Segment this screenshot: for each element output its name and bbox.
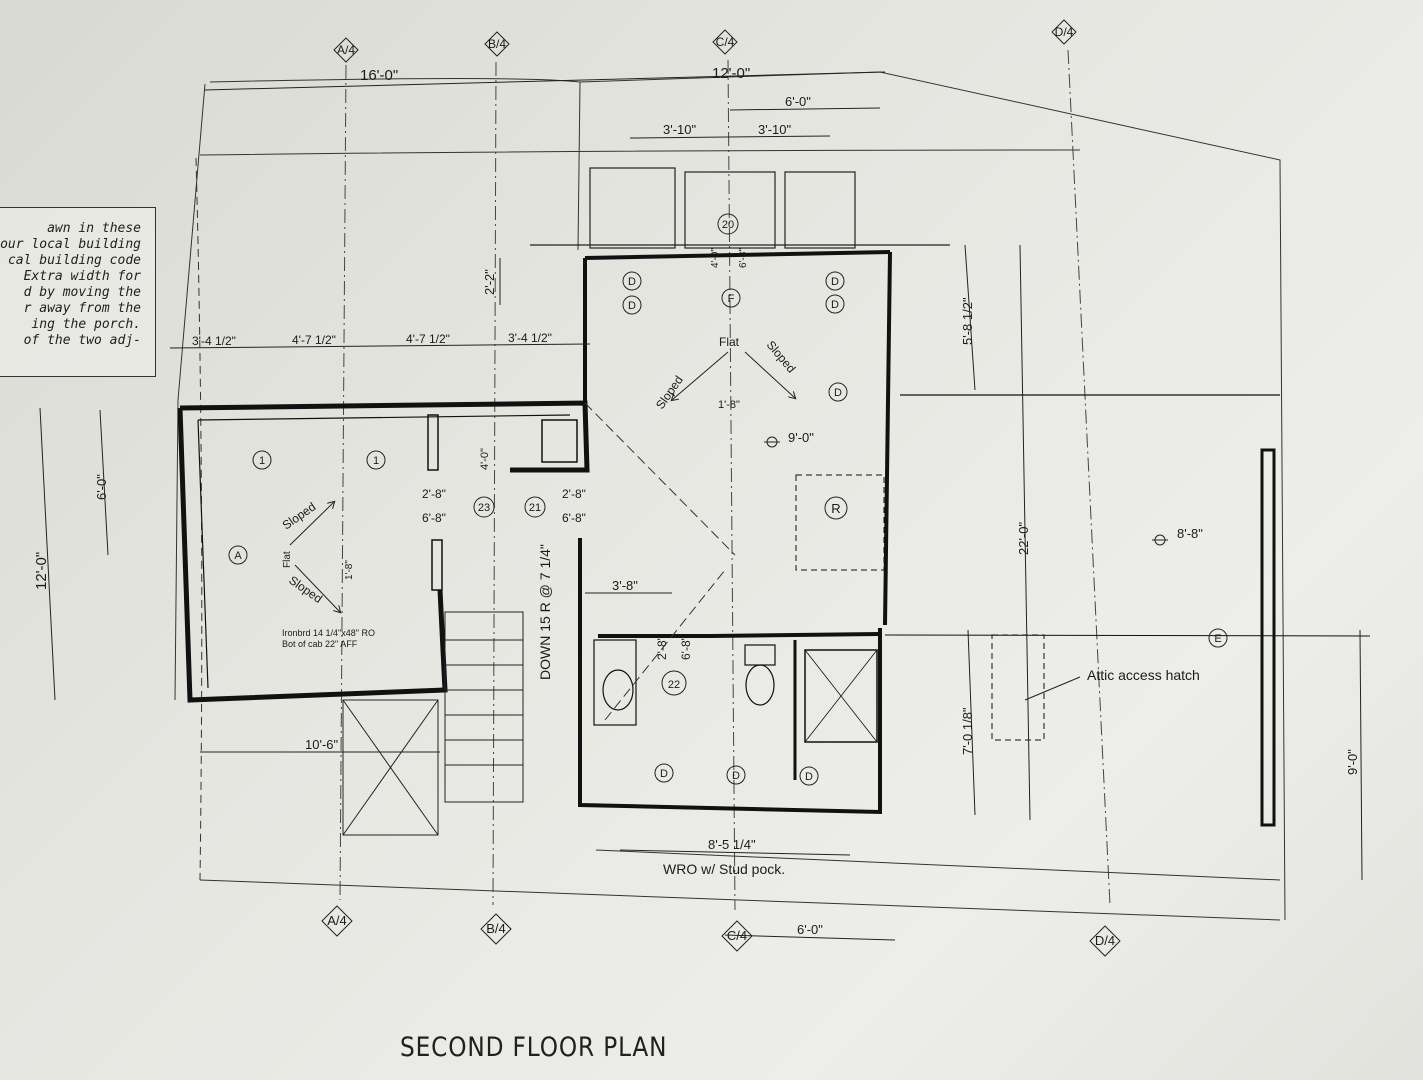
tag-20: 20 [722,219,734,231]
note-line: d by moving the [23,285,141,300]
stair-label: DOWN 15 R @ 7 1/4" [537,544,553,680]
tag-d: D [834,387,842,399]
tag-d: D [831,299,839,311]
ceiling-main: 9'-0" [788,430,814,445]
dim-porch-width: 6'-0" [785,94,811,109]
flat-label: Flat [719,335,740,349]
grid-tag-d4-top: D/4 [1055,25,1074,39]
note-line: r away from the [23,301,141,316]
dim-closet-height: 4'-0" [479,448,491,470]
tag-d: D [831,276,839,288]
tag-d: D [660,768,668,780]
roof-outline [174,71,1286,921]
dim-bottom-right: 6'-0" [797,922,823,937]
tag-1: 1 [259,455,265,467]
fixture-tags: 1 1 A D D D D D F R E 20 21 23 22 D D D [228,213,1228,786]
porch-windows [530,167,950,249]
grid-lines [339,49,1111,911]
grid-tag-b4-top: B/4 [488,37,506,51]
center-walls [578,250,892,815]
dim-window-right: 3'-10" [758,122,792,137]
dim-far-right: 9'-0" [1345,749,1360,775]
dim-bottom-mid: 8'-5 1/4" [708,837,756,852]
tag-r: R [831,501,840,516]
stair [342,611,524,836]
dim-left-partial: 6'-0" [94,474,109,500]
tag-23: 23 [478,502,490,514]
grid-markers-top: A/4 B/4 C/4 D/4 [333,19,1077,63]
hip-lines [584,402,736,721]
ironboard-note: Ironbrd 14 1/4"x48" RO [282,628,375,638]
tag-d: D [628,300,636,312]
sloped-label-left-top: Sloped [280,500,319,533]
grid-tag-a4-top: A/4 [337,43,355,57]
tag-d: D [805,771,813,783]
tag-22: 22 [668,679,680,691]
dimension-labels: 16'-0" 12'-0" 6'-0" 3'-10" 3'-10" 3'-4 1… [33,65,1360,937]
dim-right-top: 5'-8 1/2" [960,297,975,345]
sloped-label-left-bottom: Sloped [286,573,325,606]
plan-notes: Flat Sloped Sloped Flat Sloped Sloped DO… [280,335,1200,877]
dim-right-lower: 7'-0 1/8" [960,707,975,755]
note-line: Extra width for [23,269,141,284]
door-labels: 2'-8" 6'-8" 2'-8" 6'-8" 2'-8" 6'-8" [422,487,693,660]
door-21b-height: 6'-8" [562,511,586,525]
note-line: our local building [0,237,141,252]
tag-f: F [728,293,735,305]
grid-tag-c4-top: C/4 [716,35,735,49]
dim-door-head-1: 4'-0" [710,248,721,268]
dim-window-left: 3'-10" [663,122,697,137]
tag-21: 21 [529,502,541,514]
dim-seg-3: 4'-7 1/2" [406,332,450,346]
ceiling-attic: 8'-8" [1177,526,1203,541]
tag-1: 1 [373,455,379,467]
left-bedroom-walls [177,400,590,703]
grid-tag-a4-bottom: A/4 [327,913,347,928]
dim-door-head-2: 6'-8" [738,248,749,268]
dim-seg-2: 4'-7 1/2" [292,333,336,347]
ceiling-height-marks: 9'-0" 8'-8" [764,430,1203,546]
dim-dormer-flat: 1'-8" [344,560,355,580]
slope-arrows [289,351,795,612]
dim-ceiling-flat: 1'-8" [718,399,740,411]
dim-seg-4: 3'-4 1/2" [508,331,552,345]
note-line: of the two adj- [23,333,141,348]
door-22-height: 6'-8" [679,636,693,660]
flat-label-left: Flat [282,551,293,568]
dim-bottom-left: 10'-6" [305,737,339,752]
dim-top-right: 12'-0" [712,65,750,82]
door-21b-width: 2'-8" [562,487,586,501]
tag-d: D [628,276,636,288]
note-line: ing the porch. [31,317,141,332]
attic-hatch-label: Attic access hatch [1087,667,1200,683]
door-21-height: 6'-8" [422,511,446,525]
grid-tag-d4-bottom: D/4 [1095,933,1115,948]
note-line: cal building code [7,253,141,268]
attic-walls [884,394,1371,827]
tag-a: A [234,550,242,562]
door-21-width: 2'-8" [422,487,446,501]
dimension-lines [39,71,1363,941]
sloped-label-right: Sloped [764,338,799,376]
dim-hall-clear: 3'-8" [612,578,638,593]
tag-e: E [1214,633,1221,645]
door-22-width: 2'-8" [655,636,669,660]
note-line: awn in these [47,221,141,236]
wro-label: WRO w/ Stud pock. [663,861,785,877]
dim-seg-1: 3'-4 1/2" [192,334,236,348]
dim-right-overall: 22'-0" [1016,521,1031,555]
grid-tag-c4-bottom: C/4 [727,928,747,943]
dim-porch-depth: 2'-2" [482,269,497,295]
grid-markers-bottom: A/4 B/4 C/4 D/4 [321,905,1121,957]
code-note-box: awn in these our local building cal buil… [0,207,156,377]
plan-title: SECOND FLOOR PLAN [400,1032,668,1063]
tag-d: D [732,770,740,782]
ironboard-note-2: Bot of cab 22" AFF [282,639,358,649]
dim-top-left: 16'-0" [360,67,398,84]
grid-tag-b4-bottom: B/4 [486,921,506,936]
dim-left-overall: 12'-0" [33,552,50,590]
